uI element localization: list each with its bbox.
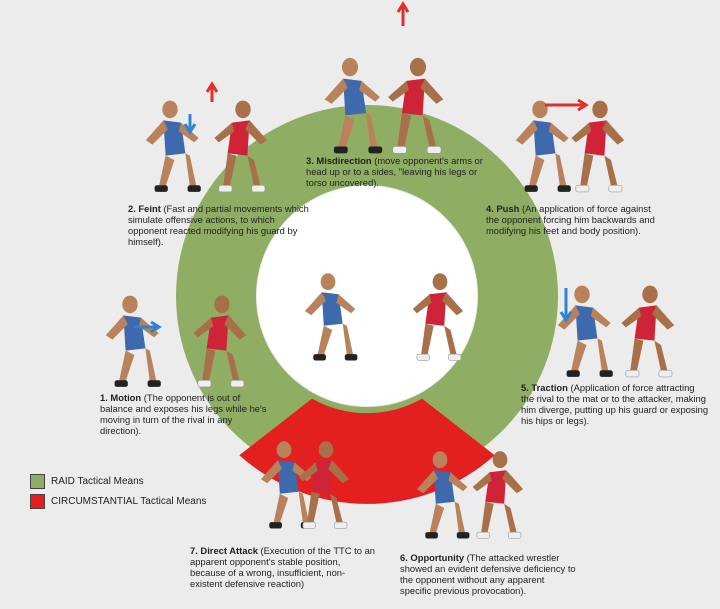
arrow-up-icon <box>205 81 219 102</box>
arrow-right-icon <box>134 320 162 334</box>
wrestlers-traction <box>557 285 675 378</box>
caption-title: 3. Misdirection <box>306 155 372 166</box>
caption-direct-attack: 7. Direct Attack (Execution of the TTC t… <box>190 545 376 589</box>
caption-title: 1. Motion <box>100 392 142 403</box>
legend-item-circumstantial: CIRCUMSTANTIAL Tactical Means <box>30 491 206 511</box>
arrow-down-icon <box>559 288 573 323</box>
caption-title: 5. Traction <box>521 382 568 393</box>
caption-misdirection: 3. Misdirection (move opponent's arms or… <box>306 155 486 188</box>
arrow-up-icon <box>396 1 410 26</box>
caption-title: 7. Direct Attack <box>190 545 258 556</box>
caption-opportunity: 6. Opportunity (The attacked wrestler sh… <box>400 552 578 596</box>
legend: RAID Tactical Means CIRCUMSTANTIAL Tacti… <box>30 471 206 511</box>
legend-label-raid: RAID Tactical Means <box>51 475 144 487</box>
legend-label-circumstantial: CIRCUMSTANTIAL Tactical Means <box>51 495 207 507</box>
raid-swatch <box>30 473 45 489</box>
caption-title: 4. Push <box>486 203 520 214</box>
caption-text: (Application of force attracting the riv… <box>521 382 709 426</box>
caption-text: (The opponent is out of balance and expo… <box>100 392 267 436</box>
caption-text: (move opponent's arms or head up or to a… <box>306 155 483 188</box>
arrow-down-icon <box>183 114 197 135</box>
caption-text: (Fast and partial movements which simula… <box>128 203 309 247</box>
caption-text: (An application of force against the opp… <box>486 203 655 236</box>
legend-item-raid: RAID Tactical Means <box>30 471 206 491</box>
caption-title: 6. Opportunity <box>400 552 465 563</box>
caption-motion: 1. Motion (The opponent is out of balanc… <box>100 392 268 436</box>
caption-text: (Execution of the TTC to an apparent opp… <box>190 545 375 589</box>
caption-feint: 2. Feint (Fast and partial movements whi… <box>128 203 310 247</box>
caption-text: (The attacked wrestler showed an evident… <box>400 552 576 596</box>
circumstantial-swatch <box>30 493 45 509</box>
arrow-right-icon <box>545 98 589 112</box>
wrestlers-push <box>515 98 625 193</box>
caption-push: 4. Push (An application of force against… <box>486 203 662 236</box>
wrestlers-motion <box>105 295 247 388</box>
wrestlers-misdirection <box>324 1 444 154</box>
caption-traction: 5. Traction (Application of force attrac… <box>521 382 709 426</box>
caption-title: 2. Feint <box>128 203 161 214</box>
wrestlers-feint <box>145 81 268 193</box>
